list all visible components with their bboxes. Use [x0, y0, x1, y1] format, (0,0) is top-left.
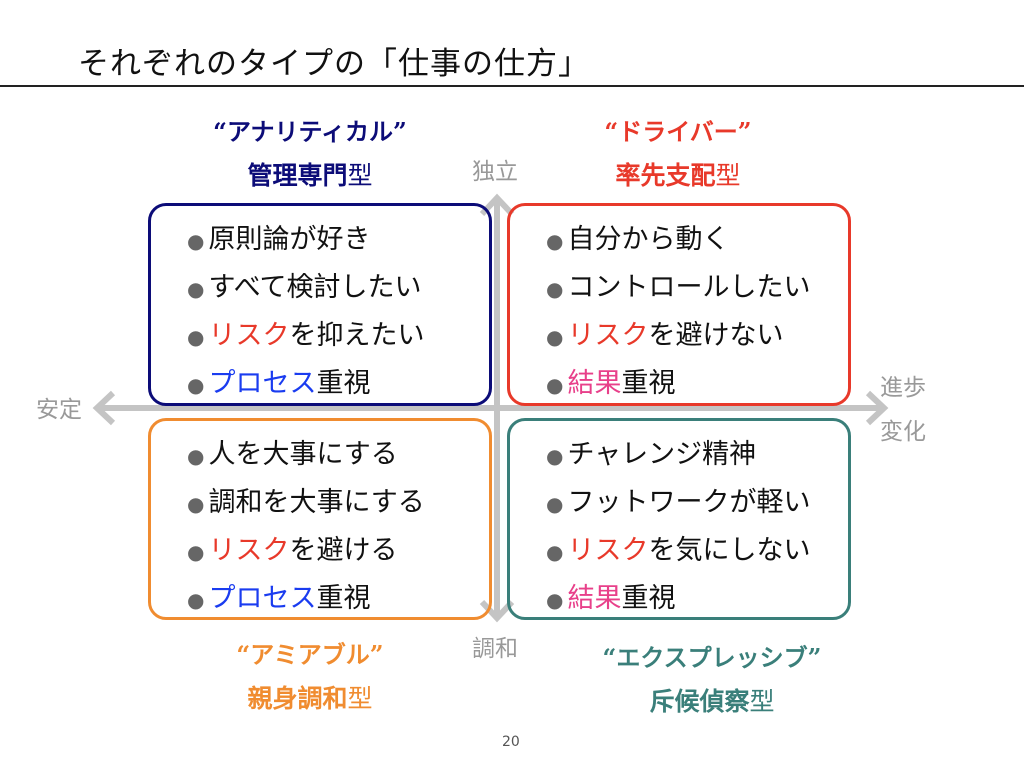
- analytical-label: “アナリティカル” 管理専門型: [160, 112, 460, 192]
- axis-label-stable: 安定: [36, 397, 82, 423]
- list-item: ●チャレンジ精神: [546, 431, 848, 479]
- bullet-icon: ●: [187, 229, 205, 253]
- list-item: ●人を大事にする: [187, 431, 489, 479]
- item-text: 原則論が好き: [208, 224, 371, 255]
- bullet-icon: ●: [187, 444, 205, 468]
- bullet-icon: ●: [546, 373, 564, 397]
- item-text: フットワークが軽い: [567, 487, 811, 518]
- list-item: ●プロセス重視: [187, 360, 489, 408]
- item-text: プロセス: [208, 583, 317, 614]
- bullet-icon: ●: [546, 444, 564, 468]
- driver-box: ●自分から動く●コントロールしたい●リスクを避けない●結果重視: [507, 203, 851, 406]
- item-text: 人を大事にする: [208, 439, 398, 470]
- item-text: を気にしない: [648, 535, 811, 566]
- list-item: ●結果重視: [546, 360, 848, 408]
- arrow-left-head: [92, 390, 116, 426]
- item-text: を抑えたい: [289, 320, 425, 351]
- expressive-type: 斥候偵察: [649, 687, 750, 716]
- list-item: ●原則論が好き: [187, 216, 489, 264]
- analytical-type: 管理専門: [247, 161, 348, 190]
- list-item: ●結果重視: [546, 575, 848, 623]
- amiable-box: ●人を大事にする●調和を大事にする●リスクを避ける●プロセス重視: [148, 418, 492, 620]
- title-divider: [0, 85, 1024, 87]
- axis-label-harmony: 調和: [472, 636, 518, 662]
- item-text: 重視: [621, 368, 676, 399]
- analytical-name: “アナリティカル”: [213, 117, 407, 146]
- bullet-icon: ●: [546, 325, 564, 349]
- amiable-type-suffix: 型: [347, 684, 373, 713]
- bullet-icon: ●: [187, 588, 205, 612]
- item-text: リスク: [208, 320, 290, 351]
- bullet-icon: ●: [546, 588, 564, 612]
- item-text: を避ける: [289, 535, 398, 566]
- item-text: 調和を大事にする: [208, 487, 425, 518]
- bullet-icon: ●: [187, 492, 205, 516]
- page-number: 20: [502, 734, 520, 750]
- bullet-icon: ●: [187, 373, 205, 397]
- item-text: を避けない: [648, 320, 784, 351]
- item-text: 結果: [567, 583, 622, 614]
- driver-name: “ドライバー”: [604, 117, 752, 146]
- item-text: リスク: [567, 320, 649, 351]
- analytical-type-suffix: 型: [347, 161, 373, 190]
- bullet-icon: ●: [546, 540, 564, 564]
- bullet-icon: ●: [546, 492, 564, 516]
- axis-label-change: 変化: [880, 419, 926, 445]
- amiable-label: “アミアブル” 親身調和型: [160, 635, 460, 715]
- item-text: 自分から動く: [567, 224, 730, 255]
- list-item: ●リスクを避けない: [546, 312, 848, 360]
- expressive-type-suffix: 型: [749, 687, 775, 716]
- axis-label-independent: 独立: [472, 159, 518, 185]
- list-item: ●自分から動く: [546, 216, 848, 264]
- list-item: ●コントロールしたい: [546, 264, 848, 312]
- item-text: すべて検討したい: [208, 272, 422, 303]
- bullet-icon: ●: [187, 540, 205, 564]
- list-item: ●リスクを抑えたい: [187, 312, 489, 360]
- amiable-type: 親身調和: [247, 684, 348, 713]
- expressive-name: “エクスプレッシブ”: [602, 643, 822, 672]
- item-text: リスク: [567, 535, 649, 566]
- list-item: ●フットワークが軽い: [546, 479, 848, 527]
- expressive-label: “エクスプレッシブ” 斥候偵察型: [542, 638, 882, 718]
- bullet-icon: ●: [546, 277, 564, 301]
- amiable-name: “アミアブル”: [236, 640, 384, 669]
- bullet-icon: ●: [546, 229, 564, 253]
- driver-label: “ドライバー” 率先支配型: [528, 112, 828, 192]
- item-text: 結果: [567, 368, 622, 399]
- bullet-icon: ●: [187, 277, 205, 301]
- slide-title: それぞれのタイプの「仕事の仕方」: [78, 46, 590, 82]
- item-text: コントロールしたい: [567, 272, 811, 303]
- analytical-box: ●原則論が好き●すべて検討したい●リスクを抑えたい●プロセス重視: [148, 203, 492, 406]
- item-text: リスク: [208, 535, 290, 566]
- item-text: チャレンジ精神: [567, 439, 757, 470]
- list-item: ●リスクを気にしない: [546, 527, 848, 575]
- list-item: ●リスクを避ける: [187, 527, 489, 575]
- expressive-box: ●チャレンジ精神●フットワークが軽い●リスクを気にしない●結果重視: [507, 418, 851, 620]
- driver-type: 率先支配: [615, 161, 716, 190]
- driver-type-suffix: 型: [715, 161, 741, 190]
- item-text: プロセス: [208, 368, 317, 399]
- item-text: 重視: [621, 583, 676, 614]
- item-text: 重視: [316, 583, 371, 614]
- axis-label-progress: 進歩: [880, 375, 926, 401]
- bullet-icon: ●: [187, 325, 205, 349]
- arrow-right-head: [865, 390, 889, 426]
- list-item: ●すべて検討したい: [187, 264, 489, 312]
- item-text: 重視: [316, 368, 371, 399]
- list-item: ●プロセス重視: [187, 575, 489, 623]
- list-item: ●調和を大事にする: [187, 479, 489, 527]
